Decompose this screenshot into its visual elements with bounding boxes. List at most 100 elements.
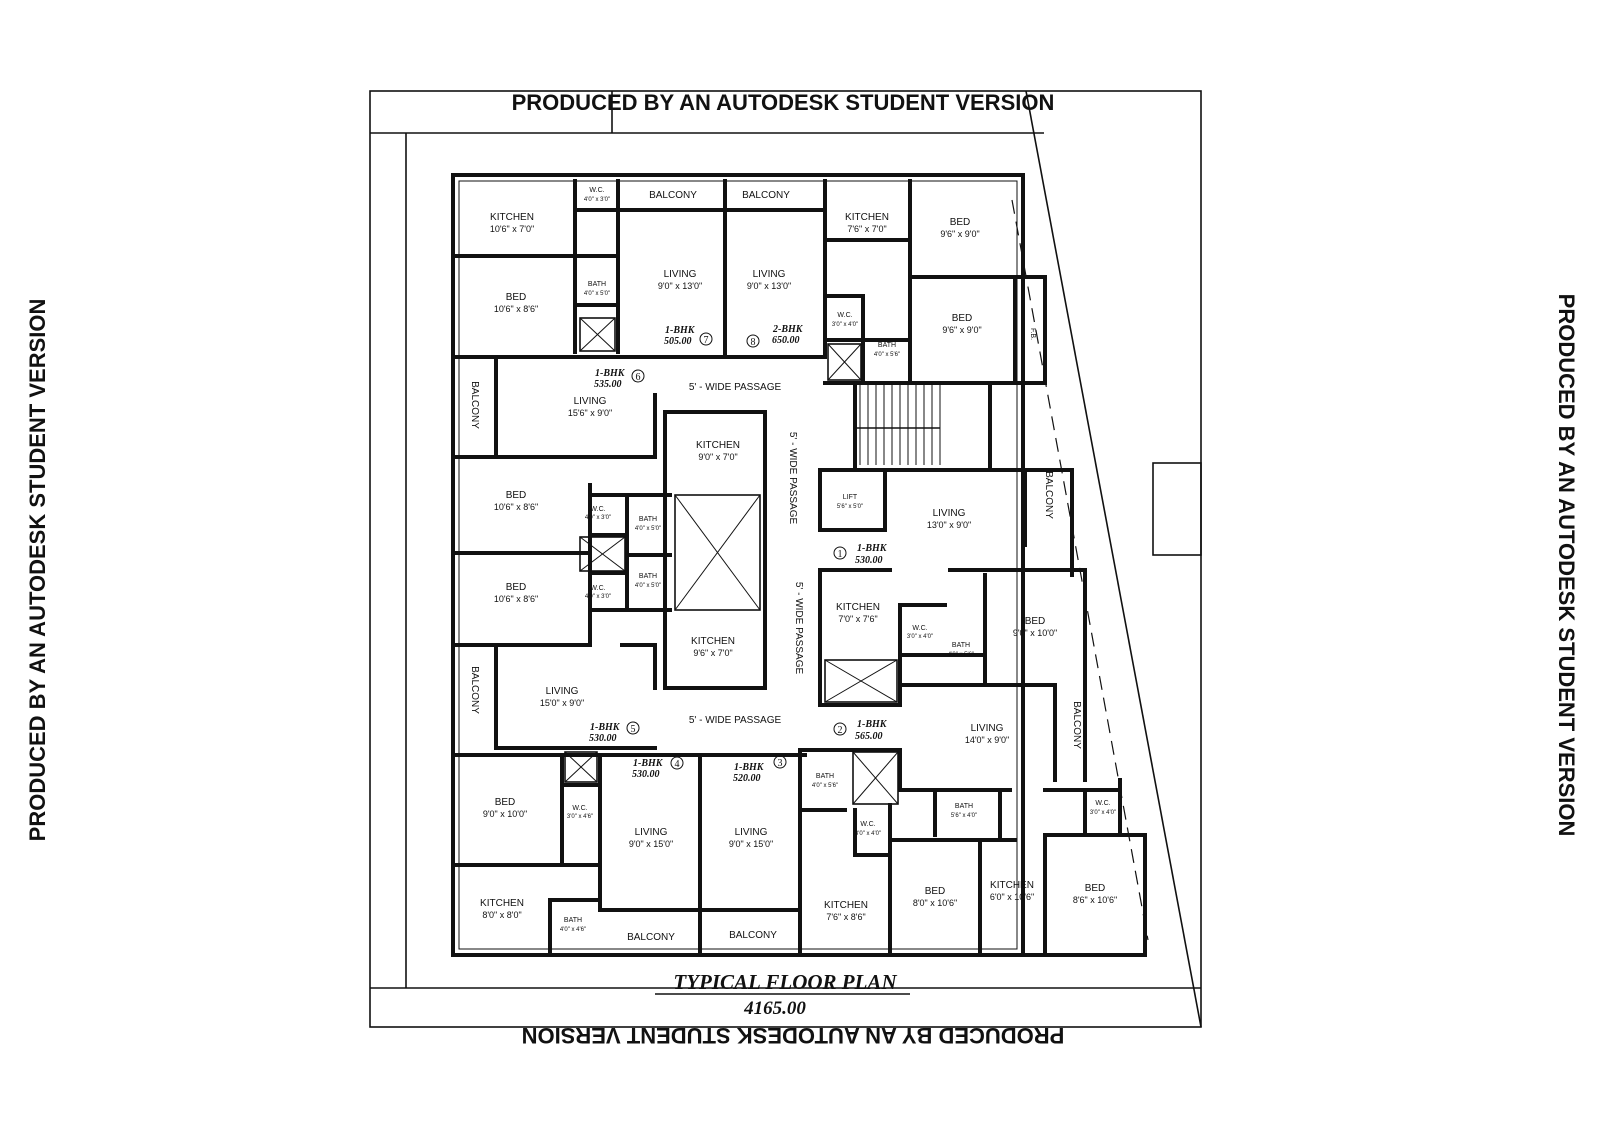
svg-text:2-BHK: 2-BHK: [772, 324, 804, 335]
svg-text:15'0" x 9'0": 15'0" x 9'0": [540, 698, 584, 708]
room-label: BALCONY: [627, 932, 675, 943]
svg-text:KITCHEN: KITCHEN: [480, 898, 524, 909]
svg-text:BED: BED: [925, 886, 946, 897]
room-label: BALCONY: [469, 666, 480, 714]
svg-text:4'0" x 5'0": 4'0" x 5'0": [584, 291, 610, 297]
svg-text:7'0" x 7'6": 7'0" x 7'6": [838, 614, 877, 624]
service-shafts: [564, 317, 899, 805]
room-label: W.C.4'0" x 3'0": [585, 506, 611, 521]
room-label: BALCONY: [469, 381, 480, 429]
svg-text:13'0" x 9'0": 13'0" x 9'0": [927, 520, 971, 530]
svg-text:7'6" x 7'0": 7'6" x 7'0": [847, 224, 886, 234]
svg-text:1-BHK: 1-BHK: [633, 758, 664, 769]
svg-text:8: 8: [751, 337, 756, 348]
svg-text:BALCONY: BALCONY: [627, 932, 675, 943]
svg-text:2: 2: [838, 725, 843, 736]
svg-text:10'6" x 8'6": 10'6" x 8'6": [494, 594, 538, 604]
svg-text:4'0" x 3'0": 4'0" x 3'0": [584, 197, 610, 203]
svg-text:1-BHK: 1-BHK: [665, 325, 696, 336]
svg-text:W.C.: W.C.: [1095, 800, 1110, 807]
svg-text:1-BHK: 1-BHK: [857, 719, 888, 730]
total-area: 4165.00: [743, 998, 806, 1019]
svg-text:9'6" x 9'0": 9'6" x 9'0": [942, 325, 981, 335]
svg-text:LIVING: LIVING: [574, 396, 607, 407]
svg-text:LIVING: LIVING: [753, 269, 786, 280]
svg-text:KITCHEN: KITCHEN: [845, 212, 889, 223]
svg-text:KITCHEN: KITCHEN: [490, 212, 534, 223]
svg-text:9'6" x 9'0": 9'6" x 9'0": [940, 229, 979, 239]
svg-text:1-BHK: 1-BHK: [734, 762, 765, 773]
svg-text:530.00: 530.00: [855, 555, 883, 566]
svg-text:10'6" x 7'0": 10'6" x 7'0": [490, 224, 534, 234]
svg-text:BED: BED: [1085, 883, 1106, 894]
room-label: W.C.3'0" x 4'0": [907, 625, 933, 640]
svg-text:W.C.: W.C.: [837, 312, 852, 319]
svg-text:5' - WIDE PASSAGE: 5' - WIDE PASSAGE: [689, 715, 782, 726]
room-label: W.C. 3'0" x 4'6": [567, 805, 593, 820]
svg-text:6'0" x 10'6": 6'0" x 10'6": [990, 892, 1034, 902]
svg-text:BALCONY: BALCONY: [1043, 471, 1054, 519]
room-label: W.C. 3'0" x 4'0": [855, 821, 881, 837]
svg-text:1: 1: [838, 549, 843, 560]
svg-text:BATH: BATH: [878, 342, 896, 349]
svg-text:4'0" x 5'0": 4'0" x 5'0": [635, 583, 661, 589]
svg-text:505.00: 505.00: [664, 336, 692, 347]
svg-text:7: 7: [704, 335, 709, 346]
svg-text:3'0" x 4'0": 3'0" x 4'0": [855, 831, 881, 837]
room-label: F.B.: [1029, 328, 1036, 340]
svg-text:535.00: 535.00: [594, 379, 622, 390]
svg-text:10'6" x 8'6": 10'6" x 8'6": [494, 304, 538, 314]
plan-title-block: TYPICAL FLOOR PLAN 4165.00: [655, 970, 910, 1019]
svg-text:9'0" x 10'0": 9'0" x 10'0": [483, 809, 527, 819]
svg-text:F.B.: F.B.: [1029, 328, 1036, 340]
svg-text:BALCONY: BALCONY: [742, 190, 790, 201]
svg-text:BATH: BATH: [564, 917, 582, 924]
svg-text:BALCONY: BALCONY: [469, 666, 480, 714]
svg-text:4: 4: [675, 759, 680, 770]
svg-text:5' - WIDE PASSAGE: 5' - WIDE PASSAGE: [793, 582, 804, 675]
svg-text:4'0" x 5'6": 4'0" x 5'6": [874, 352, 900, 358]
building-walls: [451, 173, 1147, 957]
svg-text:KITCHEN: KITCHEN: [691, 636, 735, 647]
svg-text:KITCHEN: KITCHEN: [824, 900, 868, 911]
svg-text:3'0" x 4'6": 3'0" x 4'6": [567, 814, 593, 820]
room-label: BALCONY: [729, 930, 777, 941]
svg-text:7'6" x 8'6": 7'6" x 8'6": [826, 912, 865, 922]
svg-text:530.00: 530.00: [589, 733, 617, 744]
svg-text:520.00: 520.00: [733, 773, 761, 784]
svg-text:W.C.: W.C.: [860, 821, 875, 828]
svg-text:BATH: BATH: [952, 642, 970, 649]
svg-text:9'0" x 15'0": 9'0" x 15'0": [629, 839, 673, 849]
svg-text:9'6" x 7'0": 9'6" x 7'0": [693, 648, 732, 658]
svg-text:BALCONY: BALCONY: [729, 930, 777, 941]
svg-text:5: 5: [631, 724, 636, 735]
svg-text:KITCHEN: KITCHEN: [990, 880, 1034, 891]
svg-text:BATH: BATH: [588, 281, 606, 288]
svg-text:W.C.: W.C.: [912, 625, 927, 632]
svg-text:W.C.: W.C.: [572, 805, 587, 812]
staircase: [855, 385, 941, 465]
watermark-bottom: PRODUCED BY AN AUTODESK STUDENT VERSION: [522, 1023, 1065, 1048]
svg-text:BALCONY: BALCONY: [469, 381, 480, 429]
plan-title: TYPICAL FLOOR PLAN: [673, 970, 897, 994]
svg-text:8'0" x 8'0": 8'0" x 8'0": [482, 910, 521, 920]
svg-text:3'0" x 4'0": 3'0" x 4'0": [1090, 810, 1116, 816]
